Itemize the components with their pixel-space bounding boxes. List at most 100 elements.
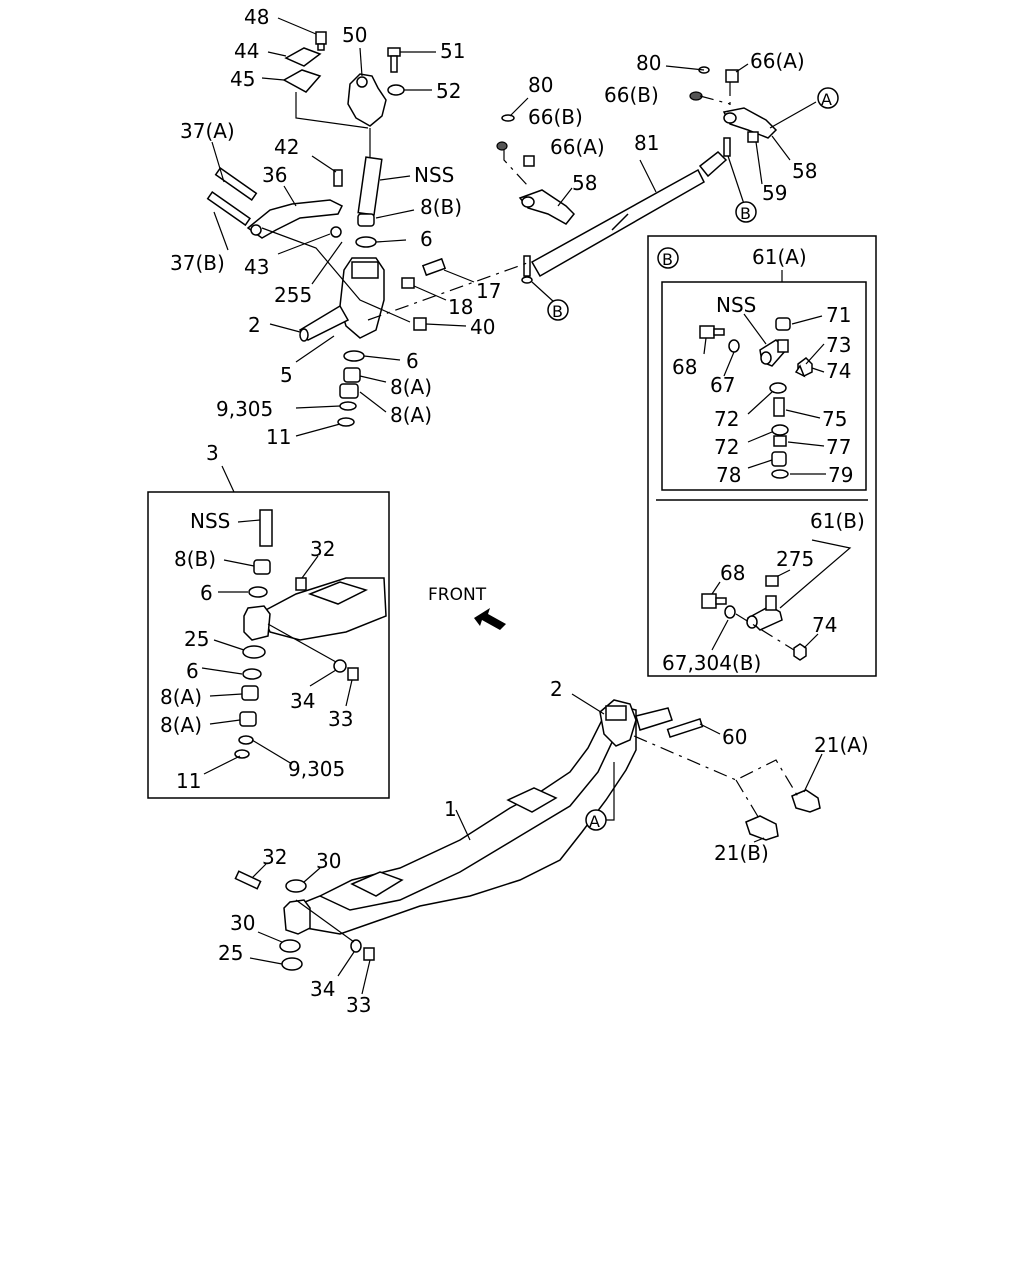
label-nss-61a: NSS bbox=[716, 293, 756, 317]
ref-marker-a-top: A bbox=[817, 87, 839, 109]
seal-9-305 bbox=[339, 401, 357, 411]
tie-rod-end-left-58 bbox=[518, 189, 576, 225]
ring-11 bbox=[337, 417, 355, 427]
label-33-bottom: 33 bbox=[346, 993, 371, 1017]
bolt-17 bbox=[421, 257, 447, 277]
bolt-37a bbox=[214, 167, 258, 201]
inset-ring-11 bbox=[234, 749, 250, 759]
bolt-32-bottom bbox=[234, 870, 262, 890]
washer-67 bbox=[728, 339, 740, 353]
label-30-b: 30 bbox=[230, 911, 255, 935]
label-37a: 37(A) bbox=[180, 119, 235, 143]
label-2-bottom: 2 bbox=[550, 677, 563, 701]
bearing-8a-1 bbox=[343, 367, 361, 383]
tie-rod-end-21b bbox=[745, 815, 779, 841]
label-45: 45 bbox=[230, 67, 255, 91]
tie-rod-end-21a bbox=[791, 789, 821, 813]
bolt-18 bbox=[401, 277, 415, 289]
label-60: 60 bbox=[722, 725, 747, 749]
inset-seal-25 bbox=[242, 645, 266, 659]
label-30-a: 30 bbox=[316, 849, 341, 873]
inset-bolt-32 bbox=[295, 577, 307, 591]
label-17: 17 bbox=[476, 279, 501, 303]
part-75 bbox=[773, 397, 785, 417]
washer-6-mid bbox=[343, 350, 365, 362]
label-40: 40 bbox=[470, 315, 495, 339]
svg-text:B: B bbox=[662, 250, 673, 269]
tie-rod-socket bbox=[698, 151, 728, 178]
label-nss-top: NSS bbox=[414, 163, 454, 187]
part-77 bbox=[773, 435, 787, 447]
king-pin bbox=[357, 156, 383, 216]
svg-text:A: A bbox=[821, 90, 832, 109]
bolt-68-61a bbox=[699, 325, 715, 339]
label-21a: 21(A) bbox=[814, 733, 869, 757]
label-58-left: 58 bbox=[572, 171, 597, 195]
label-61b: 61(B) bbox=[810, 509, 865, 533]
inset-washer-6b bbox=[242, 668, 262, 680]
inset-bearing-8a-2 bbox=[239, 711, 257, 727]
plate-44 bbox=[284, 47, 322, 67]
label-21b: 21(B) bbox=[714, 841, 769, 865]
label-68-61b: 68 bbox=[720, 561, 745, 585]
label-8b-box3: 8(B) bbox=[174, 547, 216, 571]
svg-text:B: B bbox=[740, 204, 751, 223]
bolt-68-61b bbox=[701, 593, 717, 609]
front-arrow-icon bbox=[474, 608, 506, 630]
label-9-305-box3: 9,305 bbox=[288, 757, 345, 781]
label-42: 42 bbox=[274, 135, 299, 159]
label-8a-box3-a: 8(A) bbox=[160, 685, 202, 709]
label-77: 77 bbox=[826, 435, 851, 459]
part-73 bbox=[777, 339, 789, 353]
label-61a: 61(A) bbox=[752, 245, 807, 269]
label-box-3: 3 bbox=[206, 441, 219, 465]
clip-52 bbox=[387, 84, 405, 96]
tie-rod-assembly: 80 66(B) 66(A) 81 58 80 66(A) 66(B) 58 5… bbox=[367, 49, 839, 321]
label-58-right: 58 bbox=[792, 159, 817, 183]
label-74-61b: 74 bbox=[812, 613, 837, 637]
label-67-304b: 67,304(B) bbox=[662, 651, 761, 675]
label-48: 48 bbox=[244, 5, 269, 29]
label-59: 59 bbox=[762, 181, 787, 205]
part-78 bbox=[771, 451, 787, 467]
label-66b-left: 66(B) bbox=[528, 105, 583, 129]
ref-marker-b-right: B bbox=[735, 201, 757, 223]
bearing-8b-top bbox=[357, 213, 375, 227]
bolt-59 bbox=[747, 131, 759, 143]
label-34-bottom: 34 bbox=[310, 977, 335, 1001]
label-66a-left: 66(A) bbox=[550, 135, 605, 159]
inset-king-pin bbox=[259, 509, 273, 547]
label-75: 75 bbox=[822, 407, 847, 431]
label-18: 18 bbox=[448, 295, 473, 319]
label-6-mid: 6 bbox=[406, 349, 419, 373]
washer-6-top bbox=[355, 236, 377, 248]
nut-74-61b bbox=[793, 643, 807, 661]
bolt-48 bbox=[315, 31, 327, 51]
label-73: 73 bbox=[826, 333, 851, 357]
label-8b-top: 8(B) bbox=[420, 195, 462, 219]
bolt-37b bbox=[206, 191, 251, 227]
front-direction-indicator: FRONT bbox=[428, 585, 506, 630]
label-275: 275 bbox=[776, 547, 814, 571]
ref-marker-b-inset: B bbox=[657, 247, 679, 269]
part-71 bbox=[775, 317, 791, 331]
label-32-bottom: 32 bbox=[262, 845, 287, 869]
label-37b: 37(B) bbox=[170, 251, 225, 275]
label-80-right: 80 bbox=[636, 51, 661, 75]
svg-text:A: A bbox=[589, 812, 600, 831]
inset-box-3: 3 NSS 8(B) 32 6 25 6 8(A bbox=[147, 441, 390, 799]
inset-bearing-8b bbox=[253, 559, 271, 575]
inset-washer-34 bbox=[333, 659, 347, 673]
label-72b: 72 bbox=[714, 435, 739, 459]
label-8a-box3-b: 8(A) bbox=[160, 713, 202, 737]
axle-left-eye bbox=[283, 899, 311, 935]
label-5: 5 bbox=[280, 363, 293, 387]
arm-36 bbox=[246, 199, 344, 239]
label-66a-right: 66(A) bbox=[750, 49, 805, 73]
label-43: 43 bbox=[244, 255, 269, 279]
svg-text:B: B bbox=[552, 302, 563, 321]
seal-25-bottom bbox=[281, 957, 303, 971]
tie-rod-end-right-58 bbox=[722, 107, 778, 139]
nut-33-bottom bbox=[363, 947, 375, 961]
